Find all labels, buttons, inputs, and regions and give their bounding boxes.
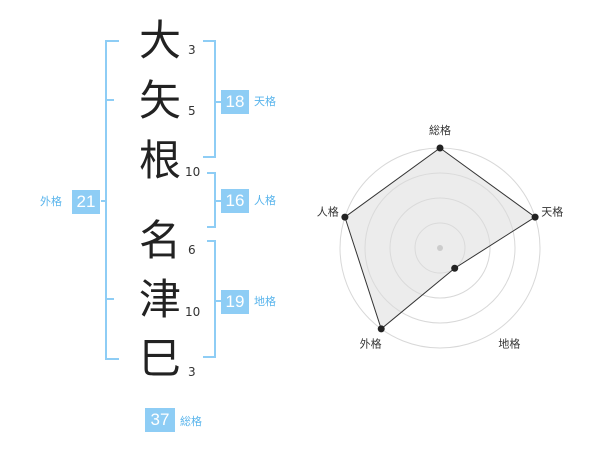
radar-polygon-group (341, 144, 539, 333)
gaikaku-label: 外格 (40, 195, 62, 208)
radar-axis-label: 人格 (317, 205, 339, 219)
name-char-4: 名 (138, 216, 181, 265)
name-char-1: 大 (138, 16, 181, 65)
jinkaku-value: 16 (221, 189, 249, 213)
radar-center (437, 245, 443, 251)
stroke-count-2: 5 (188, 104, 196, 118)
radar-point (377, 325, 385, 333)
chikaku-label: 地格 (254, 295, 276, 308)
soukaku-value: 37 (145, 408, 175, 432)
stroke-count-1: 3 (188, 43, 196, 57)
radar-series-polygon (344, 147, 536, 330)
stroke-count-6: 3 (188, 365, 196, 379)
stroke-count-4: 6 (188, 243, 196, 257)
tenkaku-value: 18 (221, 90, 249, 114)
radar-point (531, 213, 539, 221)
soukaku-label: 総格 (180, 415, 202, 428)
name-char-2: 矢 (138, 76, 181, 125)
name-char-6: 巳 (138, 334, 181, 383)
name-char-3: 根 (138, 136, 181, 185)
name-char-5: 津 (138, 275, 181, 324)
radar-point (451, 264, 459, 272)
radar-axis-label: 地格 (498, 336, 520, 350)
radar-axis-label: 総格 (429, 123, 451, 137)
tenkaku-label: 天格 (254, 95, 276, 108)
stroke-count-5: 10 (185, 305, 201, 319)
gaikaku-value: 21 (72, 190, 100, 214)
jinkaku-label: 人格 (254, 194, 276, 207)
radar-axis-label: 外格 (360, 336, 382, 350)
radar-point (436, 144, 444, 152)
radar-axis-label: 天格 (541, 205, 563, 219)
stroke-count-3: 10 (185, 165, 201, 179)
radar-point (341, 213, 349, 221)
chikaku-value: 19 (221, 290, 249, 314)
